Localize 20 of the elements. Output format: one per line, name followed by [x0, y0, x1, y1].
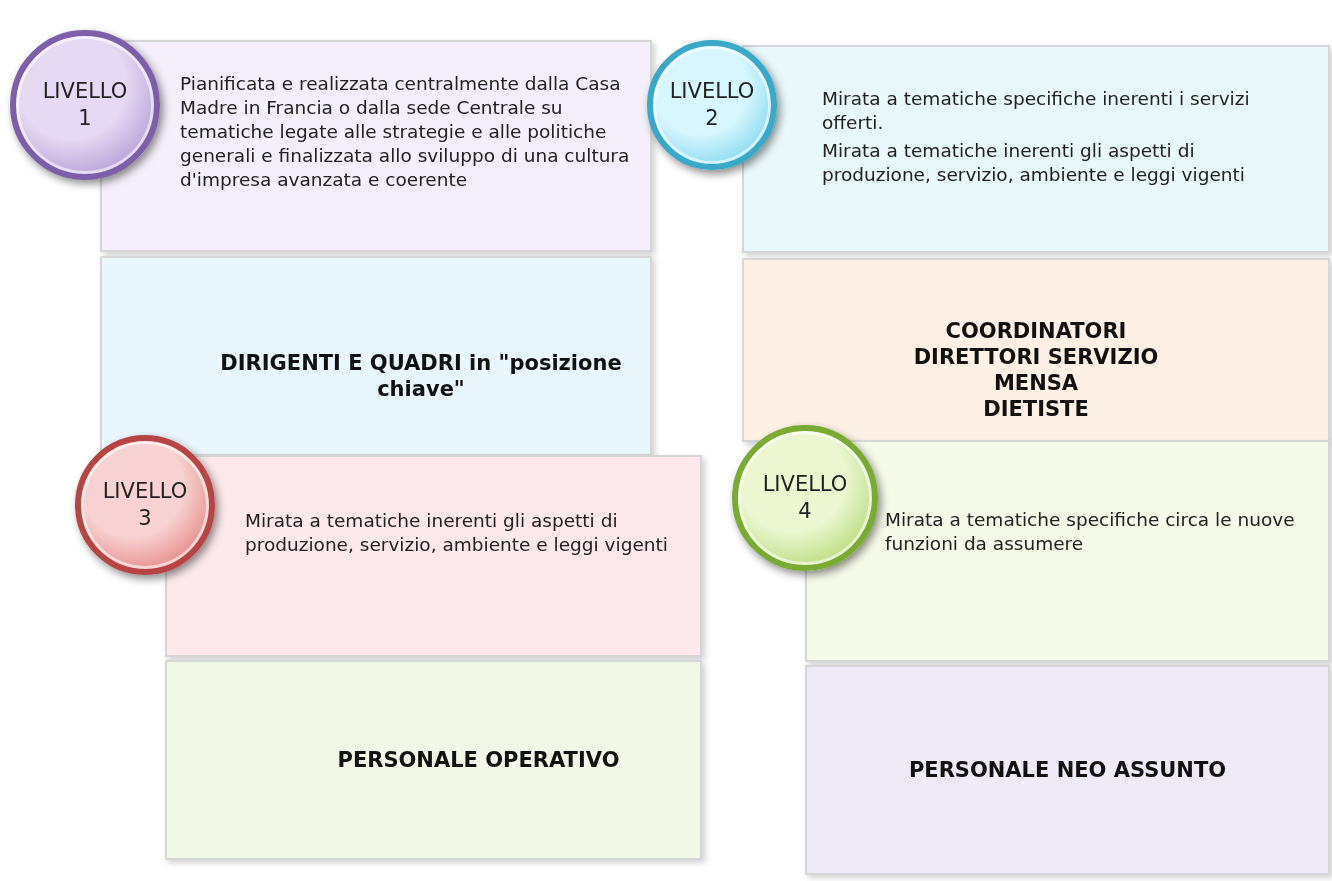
target-label: MENSA	[993, 370, 1079, 397]
level-label: LIVELLO 1	[41, 77, 129, 132]
level-label: LIVELLO 4	[761, 470, 849, 525]
description-text: Mirata a tematiche inerenti gli aspetti di produzione, servizio, ambiente e leggi vigenti	[822, 139, 1246, 188]
target-label: DIRETTORI SERVIZIO	[913, 343, 1159, 370]
level-label: LIVELLO 2	[668, 77, 756, 132]
description-text: Pianificata e realizzata centralmente dalla Casa Madre in Francia o dalla sede Centrale su tematiche legate alle strategie e alle politiche generali e finalizzata allo sviluppo di una cultura d'impresa avanzata e coerente	[180, 72, 630, 193]
description-text: Mirata a tematiche specifiche inerenti i servizi offerti.	[822, 87, 1251, 136]
description-text: Mirata a tematiche specifiche circa le nuove funzioni da assumere	[885, 508, 1296, 557]
level-label: LIVELLO 3	[101, 477, 189, 532]
target-box	[805, 665, 1330, 875]
target-label: DIETISTE	[983, 396, 1089, 423]
description-text: Mirata a tematiche inerenti gli aspetti di produzione, servizio, ambiente e leggi vigenti	[245, 509, 669, 558]
target-box	[742, 258, 1330, 442]
target-label: DIRIGENTI E QUADRI in "posizione chiave"	[219, 349, 623, 403]
target-label: PERSONALE NEO ASSUNTO	[908, 756, 1227, 784]
target-box	[100, 256, 652, 456]
target-box	[165, 660, 702, 860]
target-label: PERSONALE OPERATIVO	[337, 746, 620, 774]
target-label: COORDINATORI	[945, 317, 1127, 344]
